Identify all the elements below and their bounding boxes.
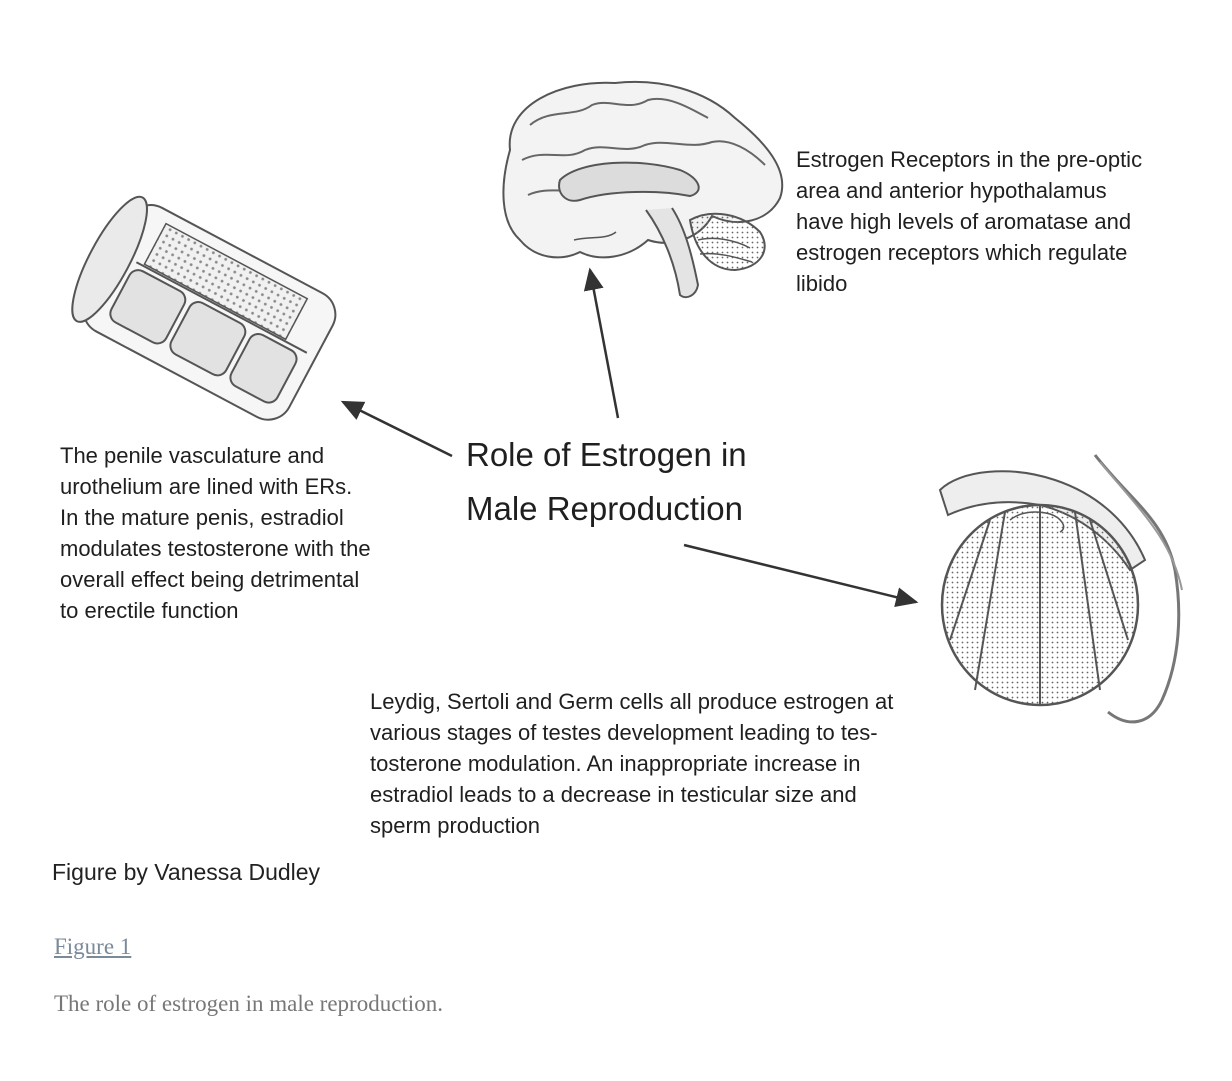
brain-text-line: libido xyxy=(796,268,1142,299)
figure-credit: Figure by Vanessa Dudley xyxy=(52,859,320,886)
penis-text-line: In the mature penis, estradiol xyxy=(60,502,371,533)
central-title-line: Role of Estrogen in xyxy=(466,428,747,482)
figure-caption: The role of estrogen in male reproductio… xyxy=(54,991,443,1017)
central-title: Role of Estrogen in Male Reproduction xyxy=(466,428,747,536)
brain-illustration-icon xyxy=(503,82,782,297)
central-title-line: Male Reproduction xyxy=(466,482,747,536)
brain-text-line: have high levels of aromatase and xyxy=(796,206,1142,237)
testis-text-line: sperm production xyxy=(370,810,893,841)
penile-tissue-illustration-icon xyxy=(59,188,344,428)
penis-text-line: overall effect being detrimental xyxy=(60,564,371,595)
testis-text-line: estradiol leads to a decrease in testicu… xyxy=(370,779,893,810)
arrow-to-brain xyxy=(590,270,618,418)
penis-description: The penile vasculature and urothelium ar… xyxy=(60,440,371,626)
testis-text-line: various stages of testes development lea… xyxy=(370,717,893,748)
figure-link[interactable]: Figure 1 xyxy=(54,934,131,960)
penis-text-line: The penile vasculature and xyxy=(60,440,371,471)
brain-text-line: area and anterior hypothalamus xyxy=(796,175,1142,206)
brain-text-line: Estrogen Receptors in the pre-optic xyxy=(796,144,1142,175)
penis-text-line: urothelium are lined with ERs. xyxy=(60,471,371,502)
penis-text-line: modulates testosterone with the xyxy=(60,533,371,564)
testis-illustration-icon xyxy=(940,455,1182,722)
testis-text-line: tosterone modulation. An inappropriate i… xyxy=(370,748,893,779)
testis-text-line: Leydig, Sertoli and Germ cells all produ… xyxy=(370,686,893,717)
brain-description: Estrogen Receptors in the pre-optic area… xyxy=(796,144,1142,299)
brain-text-line: estrogen receptors which regulate xyxy=(796,237,1142,268)
arrow-to-testis xyxy=(684,545,916,602)
testis-description: Leydig, Sertoli and Germ cells all produ… xyxy=(370,686,893,841)
penis-text-line: to erectile function xyxy=(60,595,371,626)
